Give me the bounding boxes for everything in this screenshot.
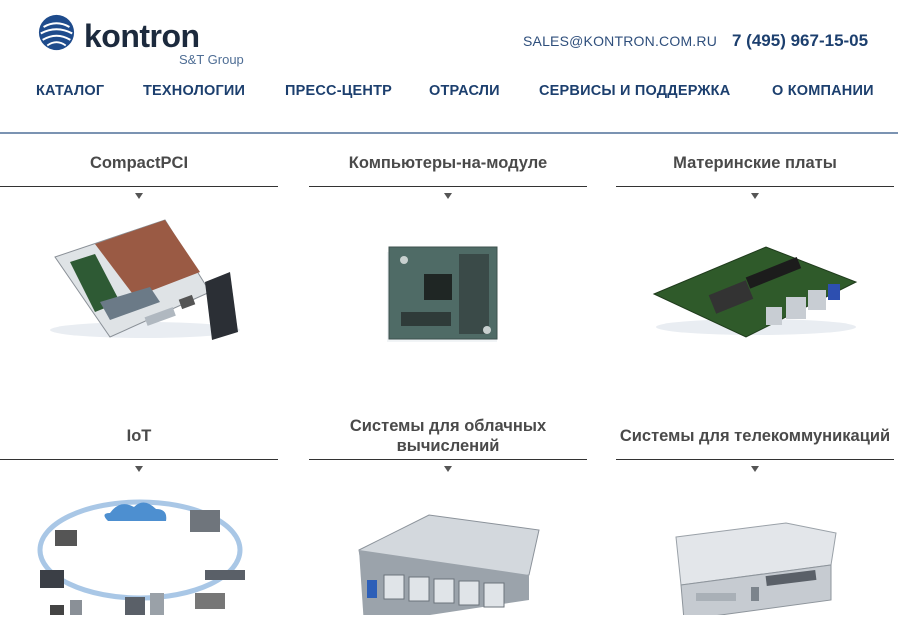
caret-down-icon (751, 193, 759, 199)
category-tile-compactpci[interactable]: CompactPCI (0, 140, 278, 340)
divider (616, 459, 894, 460)
category-title[interactable]: CompactPCI (89, 154, 189, 172)
iot-network-image[interactable] (0, 475, 278, 615)
category-title[interactable]: IoT (126, 427, 152, 445)
header-divider (0, 132, 898, 134)
category-tile-iot[interactable]: IoT (0, 413, 278, 615)
nav-item-industries[interactable]: ОТРАСЛИ (429, 83, 500, 99)
email-link[interactable]: SALES@KONTRON.COM.RU (523, 33, 718, 49)
logo-subtitle: S&T Group (179, 52, 244, 67)
divider (309, 459, 587, 460)
category-title[interactable]: Системы для облачных вычислений (349, 417, 547, 455)
category-tile-motherboards[interactable]: Материнские платы (616, 140, 894, 338)
category-tile-cloud-systems[interactable]: Системы для облачных вычислений (309, 413, 587, 615)
caret-down-icon (751, 466, 759, 472)
category-title[interactable]: Системы для телекоммуникаций (619, 427, 891, 445)
caret-down-icon (444, 466, 452, 472)
category-title[interactable]: Материнские платы (673, 154, 837, 172)
nav-item-technologies[interactable]: ТЕХНОЛОГИИ (143, 83, 246, 99)
nav-item-services-support[interactable]: СЕРВИСЫ И ПОДДЕРЖКА (539, 83, 731, 99)
caret-down-icon (135, 466, 143, 472)
motherboard-image[interactable] (616, 202, 894, 342)
com-module-image[interactable] (309, 202, 587, 342)
phone-number[interactable]: 7 (495) 967-15-05 (732, 31, 869, 50)
globe-logo-icon (38, 14, 75, 51)
divider (616, 186, 894, 187)
divider (309, 186, 587, 187)
category-tile-com-modules[interactable]: Компьютеры-на-модуле (309, 140, 587, 342)
telecom-server-image[interactable] (616, 475, 894, 615)
logo-wordmark: kontron (84, 18, 200, 54)
divider (0, 459, 278, 460)
nav-item-press-center[interactable]: ПРЕСС-ЦЕНТР (285, 83, 392, 99)
caret-down-icon (135, 193, 143, 199)
compactpci-board-image[interactable] (0, 202, 278, 342)
cloud-server-image[interactable] (309, 475, 587, 615)
nav-item-about[interactable]: О КОМПАНИИ (772, 83, 874, 99)
main-nav: КАТАЛОГ ТЕХНОЛОГИИ ПРЕСС-ЦЕНТР ОТРАСЛИ С… (0, 83, 898, 107)
category-title[interactable]: Компьютеры-на-модуле (348, 154, 548, 172)
caret-down-icon (444, 193, 452, 199)
divider (0, 186, 278, 187)
category-tile-telecom-systems[interactable]: Системы для телекоммуникаций (616, 413, 894, 615)
logo[interactable]: kontron S&T Group (38, 14, 244, 70)
nav-item-catalog[interactable]: КАТАЛОГ (36, 83, 105, 99)
